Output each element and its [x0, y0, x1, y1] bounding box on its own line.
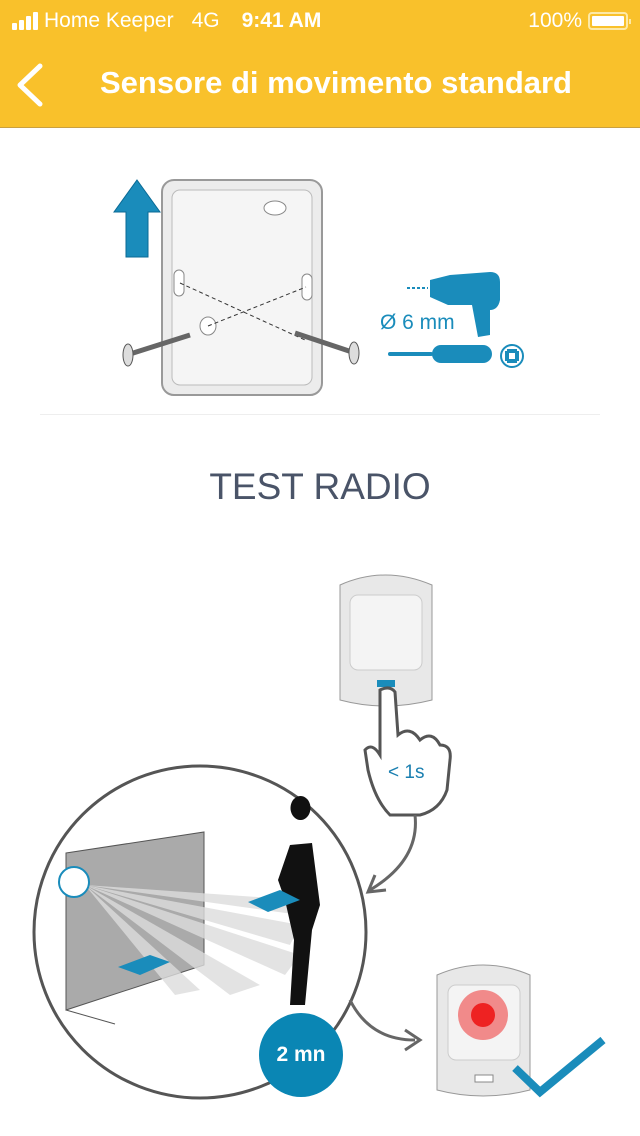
phillips-head-icon [500, 344, 524, 368]
pressing-hand-icon [363, 686, 452, 817]
drill-diameter-label: Ø 6 mm [380, 311, 455, 334]
signal-icon [12, 12, 38, 30]
battery-percent: 100% [528, 9, 582, 32]
timer-badge: 2 mn [259, 1013, 343, 1097]
drill-icon [407, 272, 500, 337]
mounting-plate-image [122, 179, 360, 396]
network: 4G [191, 9, 220, 32]
clock: 9:41 AM [241, 9, 322, 32]
sensor-led-image [436, 964, 531, 1097]
carrier: Home Keeper [44, 9, 174, 32]
divider [40, 414, 600, 415]
checkmark-icon [512, 1036, 606, 1098]
status-bar: Home Keeper 4G 9:41 AM 100% [12, 8, 631, 34]
page-title: Sensore di movimento standard [100, 65, 572, 100]
walk-test-scene [32, 764, 368, 1100]
arrow-up-icon [113, 179, 161, 258]
press-duration-label: < 1s [388, 762, 425, 783]
screwdriver-icon [388, 344, 524, 368]
motion-sensor-image [339, 574, 433, 707]
chevron-left-icon [17, 63, 43, 107]
battery-icon [588, 12, 631, 30]
nav-header: Home Keeper 4G 9:41 AM 100% Sensore di m… [0, 0, 640, 128]
person-silhouette [278, 796, 320, 1005]
section-title: TEST RADIO [209, 466, 431, 507]
flow-arrow [369, 814, 417, 892]
back-button[interactable] [14, 62, 54, 108]
